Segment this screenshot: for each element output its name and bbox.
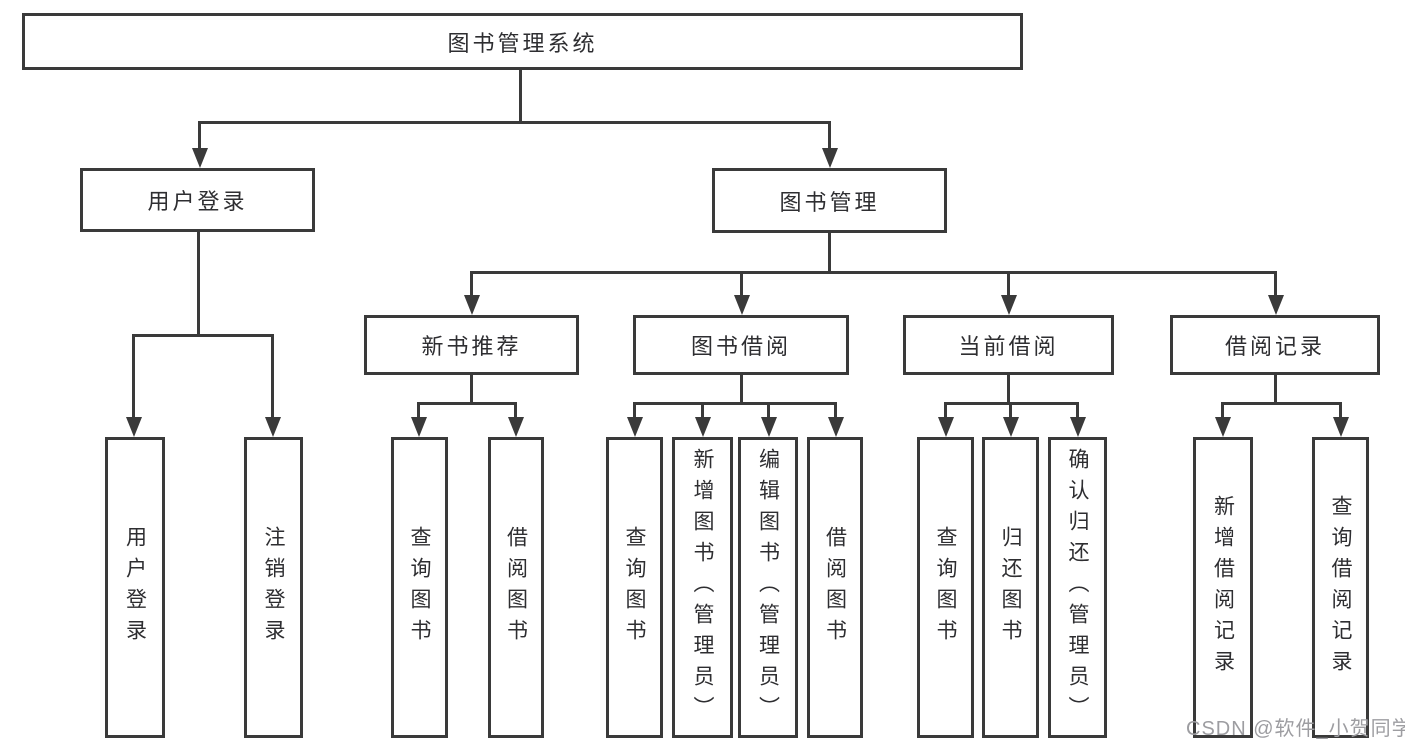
arrow-newbook-shaft (470, 271, 473, 299)
connector-records-stub (1274, 375, 1277, 405)
node-borrow-records-label: 借阅记录 (1224, 334, 1325, 359)
leaf-bb-borrow-books-label: 借阅图书 (823, 525, 847, 650)
leaf-bb-query-books: 查询图书 (606, 437, 663, 738)
node-book-borrow: 图书借阅 (633, 315, 849, 375)
leaf-cb-query-books: 查询图书 (917, 437, 974, 738)
leaf-logout: 注销登录 (244, 437, 303, 738)
connector-records-hline (1222, 402, 1342, 405)
arrow-bb-borrow-head (828, 417, 844, 437)
arrow-borrowgrp-shaft (740, 271, 743, 299)
arrow-bb-query-shaft (633, 402, 636, 422)
arrow-cb-return-head (1003, 417, 1019, 437)
arrow-br-add-head (1215, 417, 1231, 437)
csdn-watermark: CSDN @软件_小贺同学 (1186, 718, 1405, 740)
leaf-bb-borrow-books: 借阅图书 (807, 437, 863, 738)
connector-user-stub (197, 232, 200, 337)
connector-newbook-hline (417, 402, 517, 405)
leaf-user-login-label: 用户登录 (123, 525, 147, 650)
leaf-cb-confirm-return-admin: 确认归还（管理员） (1048, 437, 1107, 738)
leaf-bb-query-books-label: 查询图书 (623, 525, 646, 650)
leaf-logout-label: 注销登录 (262, 525, 285, 650)
leaf-nb-query-books: 查询图书 (391, 437, 448, 738)
arrow-bb-add-shaft (701, 402, 704, 422)
node-current-borrow-label: 当前借阅 (958, 334, 1059, 359)
leaf-cb-confirm-return-admin-label: 确认归还（管理员） (1066, 448, 1089, 727)
arrow-book-mgmt-head (822, 148, 838, 168)
leaf-br-add-record: 新增借阅记录 (1193, 437, 1253, 738)
arrow-current-head (1001, 295, 1017, 315)
connector-level2-hline (198, 121, 831, 124)
leaf-cb-return-books: 归还图书 (982, 437, 1039, 738)
arrow-br-query-shaft (1339, 402, 1342, 422)
arrow-records-shaft (1274, 271, 1277, 299)
arrow-user-login-shaft (198, 121, 201, 153)
arrow-cb-return-shaft (1009, 402, 1012, 422)
leaf-nb-borrow-books: 借阅图书 (488, 437, 544, 738)
arrow-nb-borrow-head (508, 417, 524, 437)
connector-current-stub (1007, 375, 1010, 405)
connector-user-hline (132, 334, 274, 337)
leaf-bb-edit-books-admin: 编辑图书（管理员） (738, 437, 798, 738)
leaf-user-login: 用户登录 (105, 437, 165, 738)
arrow-book-mgmt-shaft (828, 121, 831, 153)
arrow-br-query-head (1333, 417, 1349, 437)
node-book-borrow-label: 图书借阅 (690, 334, 791, 359)
leaf-nb-borrow-books-label: 借阅图书 (504, 525, 528, 650)
node-current-borrow: 当前借阅 (903, 315, 1114, 375)
node-borrow-records: 借阅记录 (1170, 315, 1380, 375)
connector-root-stub (519, 68, 522, 124)
arrow-bb-edit-shaft (767, 402, 770, 422)
leaf-cb-query-books-label: 查询图书 (934, 525, 957, 650)
leaf-nb-query-books-label: 查询图书 (408, 525, 431, 650)
leaf-bb-add-books-admin-label: 新增图书（管理员） (691, 448, 714, 727)
node-user-login-label: 用户登录 (147, 189, 248, 214)
arrow-nb-borrow-shaft (514, 402, 517, 422)
root-node: 图书管理系统 (22, 13, 1023, 70)
arrow-leaf-login-head (126, 417, 142, 437)
connector-borrowgrp-hline (633, 402, 837, 405)
arrow-records-head (1268, 295, 1284, 315)
arrow-leaf-logout-shaft (271, 334, 274, 421)
arrow-bb-add-head (695, 417, 711, 437)
node-user-login: 用户登录 (80, 168, 315, 232)
leaf-br-query-record-label: 查询借阅记录 (1329, 494, 1352, 681)
arrow-nb-query-head (411, 417, 427, 437)
arrow-leaf-logout-head (265, 417, 281, 437)
leaf-br-add-record-label: 新增借阅记录 (1211, 494, 1235, 681)
node-new-book-recommend-label: 新书推荐 (421, 334, 522, 359)
arrow-nb-query-shaft (417, 402, 420, 422)
leaf-br-query-record: 查询借阅记录 (1312, 437, 1369, 738)
node-new-book-recommend: 新书推荐 (364, 315, 579, 375)
arrow-bb-borrow-shaft (834, 402, 837, 422)
arrow-bb-query-head (627, 417, 643, 437)
leaf-cb-return-books-label: 归还图书 (999, 525, 1022, 650)
arrow-newbook-head (464, 295, 480, 315)
arrow-cb-confirm-shaft (1076, 402, 1079, 422)
connector-borrowgrp-stub (740, 375, 743, 405)
leaf-bb-edit-books-admin-label: 编辑图书（管理员） (756, 448, 780, 727)
arrow-cb-query-shaft (944, 402, 947, 422)
connector-newbook-stub (470, 375, 473, 405)
connector-level3-hline (470, 271, 1277, 274)
arrow-bb-edit-head (761, 417, 777, 437)
node-book-management-label: 图书管理 (779, 189, 880, 215)
arrow-br-add-shaft (1221, 402, 1224, 422)
arrow-cb-query-head (938, 417, 954, 437)
connector-mgmt-stub (828, 233, 831, 274)
node-book-management: 图书管理 (712, 168, 947, 233)
arrow-borrowgrp-head (734, 295, 750, 315)
leaf-bb-add-books-admin: 新增图书（管理员） (672, 437, 733, 738)
arrow-user-login-head (192, 148, 208, 168)
root-node-label: 图书管理系统 (447, 30, 598, 56)
arrow-current-shaft (1007, 271, 1010, 299)
arrow-cb-confirm-head (1070, 417, 1086, 437)
arrow-leaf-login-shaft (132, 334, 135, 421)
